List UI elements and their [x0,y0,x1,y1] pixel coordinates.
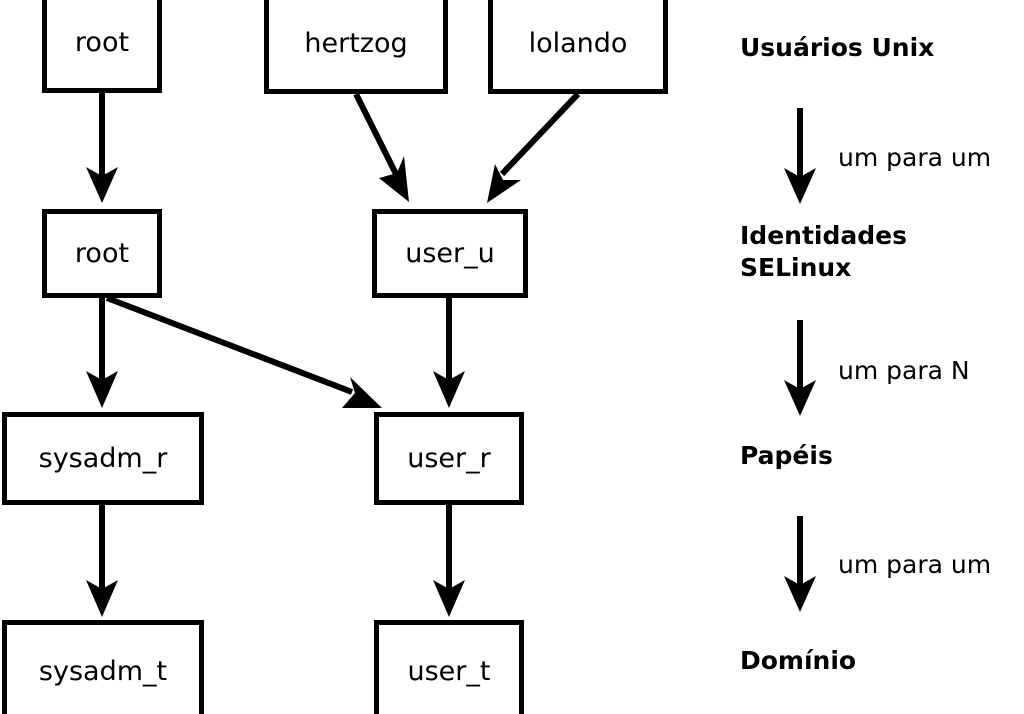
legend-arrow-2 [784,320,816,416]
node-selinux-identity-root[interactable]: root [42,209,162,298]
legend-tier-roles: Papéis [740,440,833,472]
edge-user-r-to-user-t [433,505,465,617]
legend-tier-label: Domínio [740,646,857,675]
node-role-user-r[interactable]: user_r [374,412,524,505]
node-domain-sysadm-t[interactable]: sysadm_t [2,620,204,714]
legend-tier-domain: Domínio [740,645,856,677]
edge-identity-root-to-sysadm-r [86,298,118,408]
node-label: user_t [407,655,491,687]
edge-hertzog-to-user-u [353,92,409,202]
node-label: user_u [405,238,495,269]
node-label: lolando [528,27,628,59]
node-label: root [74,238,130,269]
legend-cardinality-note-1: um para um [838,143,992,172]
legend-tier-label: Papéis [740,441,833,470]
legend-cardinality-note-3: um para um [838,550,992,579]
legend-tier-unix-users: Usuários Unix [740,32,934,64]
edge-user-u-to-user-r [433,298,465,408]
node-unix-user-root[interactable]: root [42,0,162,93]
legend-cardinality-note-2: um para N [838,356,970,385]
legend-arrow-3 [784,516,816,612]
edge-identity-root-to-user-r [105,295,382,408]
legend-arrow-1 [784,108,816,204]
node-label: root [74,27,130,58]
edge-lolando-to-user-u [487,91,581,203]
edge-sysadm-r-to-sysadm-t [86,505,118,617]
legend-tier-label-line2: SELinux [740,253,852,282]
node-label: user_r [407,443,491,474]
node-label: sysadm_t [38,655,168,687]
node-label: sysadm_r [38,443,168,474]
node-role-sysadm-r[interactable]: sysadm_r [2,412,204,505]
node-unix-user-hertzog[interactable]: hertzog [264,0,448,94]
node-domain-user-t[interactable]: user_t [374,620,524,714]
node-selinux-identity-user-u[interactable]: user_u [372,209,528,298]
legend-tier-label: Usuários Unix [740,33,935,62]
legend-tier-label-line1: Identidades [740,221,907,250]
edge-unix-root-to-identity-root [86,93,118,203]
node-label: hertzog [304,27,408,59]
legend-tier-selinux-identities: Identidades SELinux [740,220,907,284]
node-unix-user-lolando[interactable]: lolando [488,0,668,94]
